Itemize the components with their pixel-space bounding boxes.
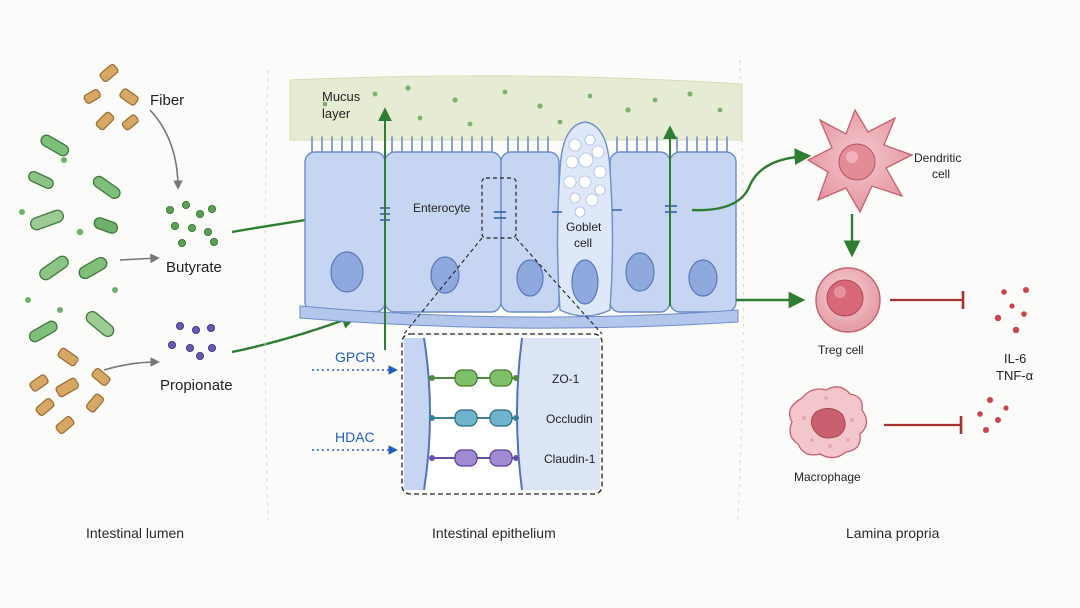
fiber-fragments	[29, 64, 139, 434]
macrophage	[788, 386, 868, 459]
epithelium-to-dendritic-arrow	[691, 148, 812, 212]
junction-protein-zo1: ZO-1	[552, 372, 580, 386]
propionate-label: Propionate	[160, 377, 233, 394]
bacteria-cluster	[19, 134, 121, 343]
mucus-label-line1: Mucus	[322, 89, 361, 104]
section-label-lumen: Intestinal lumen	[86, 525, 184, 541]
section-label-epithelium: Intestinal epithelium	[432, 525, 556, 541]
goblet-label-line2: cell	[574, 236, 592, 250]
mucus-label-line2: layer	[322, 106, 351, 121]
propionate-to-epithelium-arrow	[231, 312, 359, 354]
gpcr-label: GPCR	[335, 349, 375, 365]
propionate-molecules	[167, 321, 216, 360]
junction-protein-claudin1: Claudin-1	[544, 452, 596, 466]
epithelial-cells	[299, 151, 739, 329]
goblet-cell	[556, 121, 614, 317]
junction-protein-occludin: Occludin	[546, 412, 593, 426]
dendritic-label-line1: Dendritic	[914, 151, 961, 165]
fiber-label: Fiber	[150, 92, 184, 109]
cytokine-dots-bottom	[977, 397, 1009, 433]
zoom-line-right	[515, 237, 603, 335]
section-label-lamina: Lamina propria	[846, 525, 940, 541]
butyrate-molecules	[165, 200, 218, 247]
mucus-particles	[322, 85, 723, 127]
macrophage-label: Macrophage	[794, 470, 861, 484]
divider-left	[264, 69, 269, 521]
treg-label: Treg cell	[818, 343, 864, 357]
treg-cell	[815, 267, 881, 333]
goblet-label-line1: Goblet	[566, 220, 602, 234]
dendritic-label-line2: cell	[932, 167, 950, 181]
enterocyte-label: Enterocyte	[413, 201, 471, 215]
microvilli	[311, 136, 728, 153]
nuclei	[330, 251, 718, 297]
hdac-label: HDAC	[335, 429, 375, 445]
cytokine-label-line1: IL-6	[1004, 351, 1026, 366]
fiber-to-butyrate-arrow	[149, 109, 183, 190]
dendritic-cell	[806, 108, 914, 214]
bacteria-to-butyrate-arrow	[119, 253, 160, 264]
junction-zoom-box	[481, 177, 517, 239]
cytokine-label-line2: TNF-α	[996, 368, 1034, 383]
butyrate-label: Butyrate	[166, 259, 222, 276]
cytokine-dots-top	[994, 287, 1029, 334]
bacteria-to-propionate-arrow	[103, 357, 160, 371]
tight-junction-inset	[401, 333, 603, 495]
mucus-layer	[289, 75, 743, 141]
